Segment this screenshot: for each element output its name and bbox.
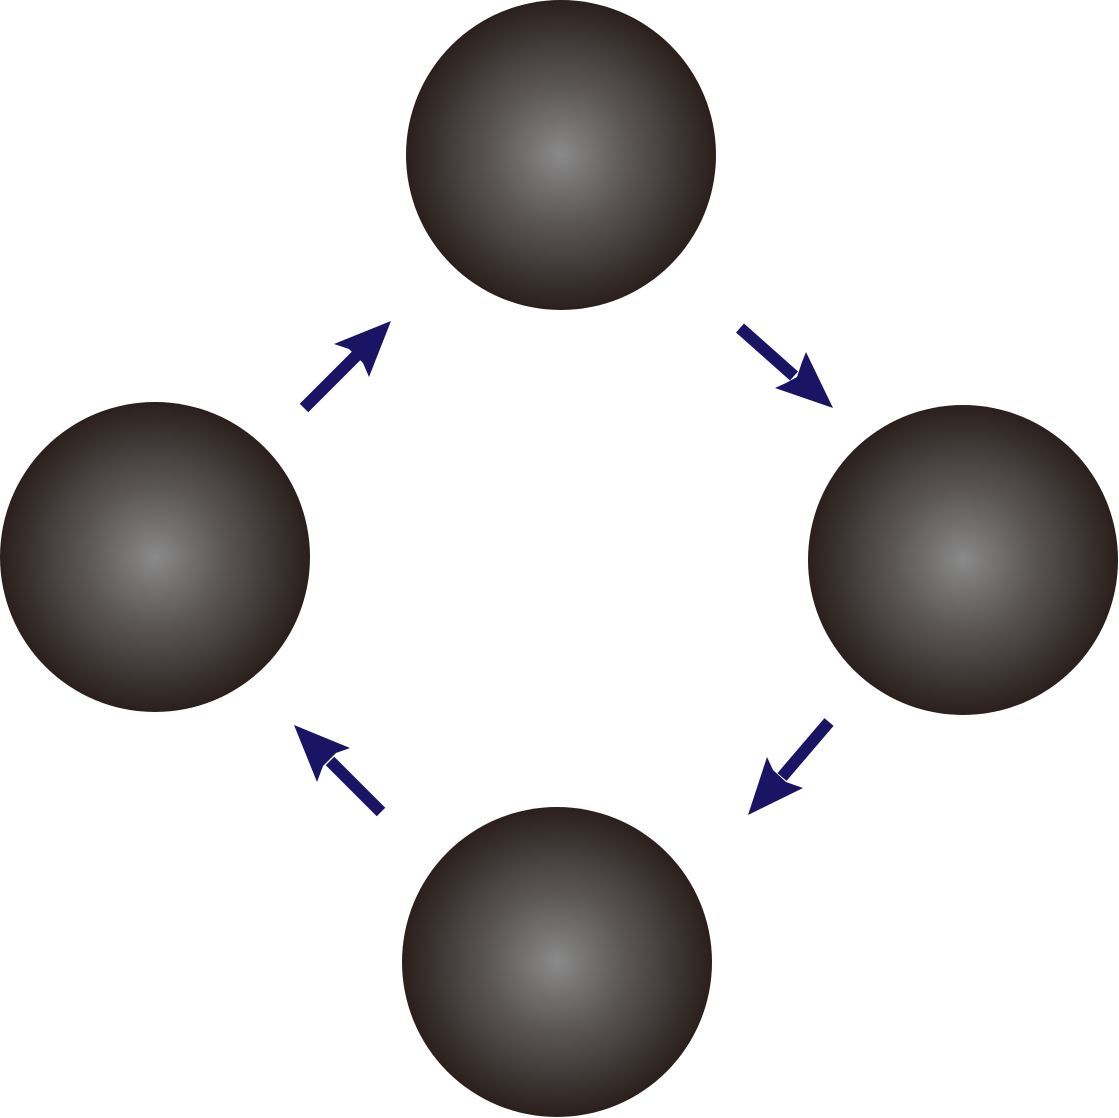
arrow-left-to-top xyxy=(299,321,391,413)
sphere-right xyxy=(808,405,1118,715)
sphere-left xyxy=(0,402,310,712)
arrow-top-to-right xyxy=(736,323,833,408)
arrows xyxy=(294,321,834,817)
arrow-bottom-to-left xyxy=(294,725,386,817)
sphere-bottom xyxy=(402,807,712,1117)
sphere-top xyxy=(406,0,716,310)
arrow-right-to-bottom xyxy=(748,718,834,815)
